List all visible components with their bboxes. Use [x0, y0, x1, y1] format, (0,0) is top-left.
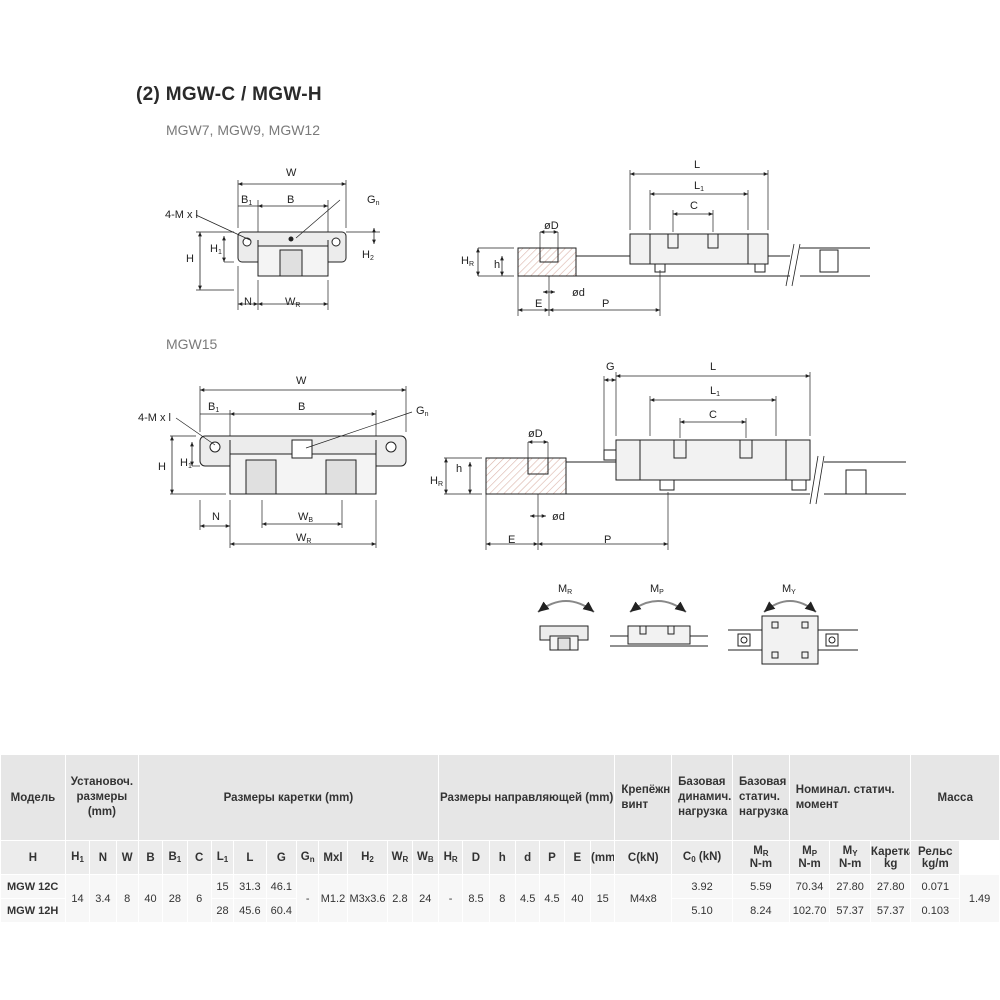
- dim-n-large: N: [212, 511, 220, 523]
- dim-h-rail-small: h: [494, 259, 500, 271]
- dim-b1-small: B1: [241, 194, 252, 207]
- dim-p-small: P: [602, 298, 609, 310]
- dim-h1-small: H1: [210, 243, 222, 256]
- svg-text:MR: MR: [558, 583, 572, 596]
- moment-icon-my: [728, 600, 858, 665]
- spec-table: Модель Установоч. размеры (mm) Размеры к…: [0, 754, 1000, 923]
- dim-w-large: W: [296, 375, 307, 387]
- dim-mxl-small: 4-M x l: [165, 209, 198, 221]
- section-label-mgw15: MGW15: [166, 336, 218, 352]
- moment-labels: MR MP MY: [558, 583, 796, 596]
- dim-w-small: W: [286, 167, 297, 179]
- dim-d-large: ød: [552, 511, 565, 523]
- technical-drawings: W B B1 Gn 4-M x l H H1 H2 N WR: [138, 159, 906, 665]
- svg-text:L1: L1: [694, 180, 704, 193]
- col-header-rail: Размеры направляющей (mm): [437, 754, 616, 841]
- svg-text:MP: MP: [650, 583, 664, 596]
- col-header-dynamic-load: Базовая динамич. нагрузка: [671, 754, 733, 841]
- dim-h-large: H: [158, 461, 166, 473]
- col-header-moment: Номинал. статич. момент: [788, 754, 912, 841]
- model-name: MGW 12H: [0, 898, 66, 923]
- dim-dd-small: øD: [544, 220, 559, 232]
- sub-header-h: H: [0, 840, 66, 875]
- svg-text:WB: WB: [298, 511, 313, 524]
- dim-b-small: B: [287, 194, 294, 206]
- dim-b-large: B: [298, 401, 305, 413]
- page-title: (2) MGW-C / MGW-H: [136, 84, 322, 105]
- svg-text:MY: MY: [782, 583, 796, 596]
- col-header-bolt: Крепёжн. винт: [614, 754, 673, 841]
- col-header-static-load: Базовая статич. нагрузка: [732, 754, 790, 841]
- model-name: MGW 12C: [0, 874, 66, 899]
- dim-l-small: L: [694, 159, 700, 171]
- dim-c-small: C: [690, 200, 698, 212]
- svg-text:HR: HR: [461, 255, 474, 268]
- svg-text:H1: H1: [180, 457, 192, 470]
- front-view-small-labels: W B B1 Gn 4-M x l H H1 H2 N WR: [165, 167, 380, 309]
- svg-text:L1: L1: [710, 385, 720, 398]
- sub-header-dyn-unit: C(kN): [614, 840, 673, 875]
- front-view-large-labels: W B B1 Gn 4-M x l H H1 N WB WR: [138, 375, 429, 545]
- moment-icon-mr: [537, 600, 595, 651]
- dim-n-small: N: [244, 296, 252, 308]
- dim-g-large: G: [606, 361, 615, 373]
- dim-gn-small: Gn: [367, 194, 380, 207]
- dim-h2-small: H2: [362, 249, 374, 262]
- dim-wr-small: WR: [285, 296, 300, 309]
- side-view-small-labels: L L1 C øD ød E P HR h: [461, 159, 704, 310]
- dim-c-large: C: [709, 409, 717, 421]
- table-row: MGW 12H 28 45.6 60.4 5.10 8.24 102.70 57…: [0, 898, 1000, 923]
- table-row: MGW 12C 14 3.4 8 40 28 6 15 31.3 46.1 - …: [0, 874, 1000, 923]
- moment-icon-mp: [610, 600, 708, 647]
- svg-text:Gn: Gn: [416, 405, 429, 418]
- dim-e-small: E: [535, 298, 542, 310]
- col-header-carriage: Размеры каретки (mm): [137, 754, 439, 841]
- col-header-mass: Масса: [910, 754, 1000, 841]
- dim-p-large: P: [604, 534, 611, 546]
- dim-d-small: ød: [572, 287, 585, 299]
- front-view-large: [170, 386, 413, 548]
- dim-h-rail-large: h: [456, 463, 462, 475]
- col-header-install: Установоч. размеры (mm): [64, 754, 139, 841]
- dim-h-small: H: [186, 253, 194, 265]
- front-view-small: [195, 180, 380, 310]
- col-header-model: Модель: [0, 754, 66, 841]
- sub-header-bolt-unit: (mm): [590, 840, 616, 875]
- dim-mxl-large: 4-M x l: [138, 412, 171, 424]
- side-view-large-labels: L G L1 C øD ød E P HR h: [430, 361, 720, 546]
- svg-text:HR: HR: [430, 475, 443, 488]
- side-view-large: [444, 372, 906, 550]
- side-view-small: [476, 170, 870, 316]
- section-label-small-sizes: MGW7, MGW9, MGW12: [166, 122, 320, 138]
- svg-text:WR: WR: [296, 532, 311, 545]
- dim-dd-large: øD: [528, 428, 543, 440]
- svg-text:B1: B1: [208, 401, 219, 414]
- dim-l-large: L: [710, 361, 716, 373]
- dim-e-large: E: [508, 534, 515, 546]
